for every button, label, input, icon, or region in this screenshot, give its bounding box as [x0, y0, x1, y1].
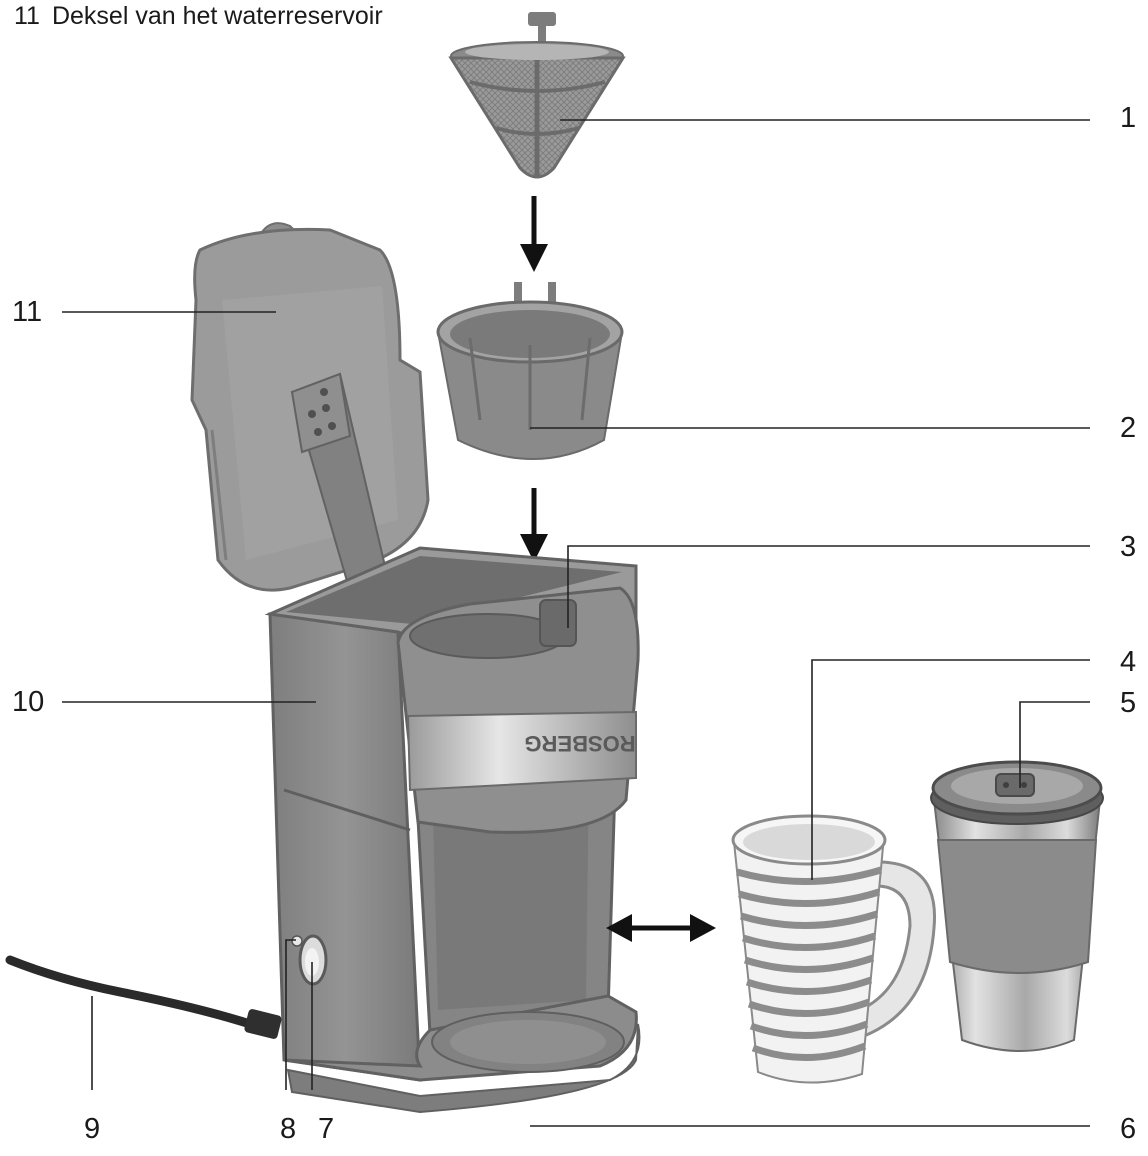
callout-8: 8 [280, 1113, 296, 1145]
callout-11: 11 [12, 296, 42, 328]
callout-3: 3 [1120, 531, 1136, 563]
leader-lines [62, 119, 1090, 1127]
filter-holder [436, 282, 624, 460]
coffee-maker-body: ROSBERG [264, 546, 641, 1114]
callout-6: 6 [1120, 1113, 1136, 1145]
callout-1: 1 [1120, 102, 1136, 134]
arrow-down-icon [520, 196, 548, 272]
callout-7: 7 [318, 1113, 334, 1145]
callout-5: 5 [1120, 687, 1136, 719]
leader-line-3 [567, 545, 1090, 628]
arrow-down-icon [520, 488, 548, 562]
leader-line-4 [811, 659, 1090, 880]
callout-2: 2 [1120, 412, 1136, 444]
mug-stripes [736, 866, 883, 1062]
caption: 11 Deksel van het waterreservoir [14, 0, 383, 32]
callout-10: 10 [12, 686, 44, 718]
leader-line-8 [285, 939, 296, 1090]
double-arrow-icon [606, 914, 716, 942]
mesh-filter [448, 12, 626, 179]
callout-numbers: 1 2 3 4 5 6 7 8 9 10 11 [12, 102, 1136, 1145]
travel-mug [930, 760, 1104, 1052]
brand-label: ROSBERG [524, 731, 635, 756]
callout-9: 9 [84, 1113, 100, 1145]
striped-mug [731, 814, 937, 1084]
caption-number: 11 [14, 2, 40, 30]
power-cord [5, 955, 282, 1039]
caption-text: Deksel van het waterreservoir [51, 2, 383, 30]
leader-line-5 [1019, 701, 1090, 788]
callout-4: 4 [1120, 646, 1136, 678]
